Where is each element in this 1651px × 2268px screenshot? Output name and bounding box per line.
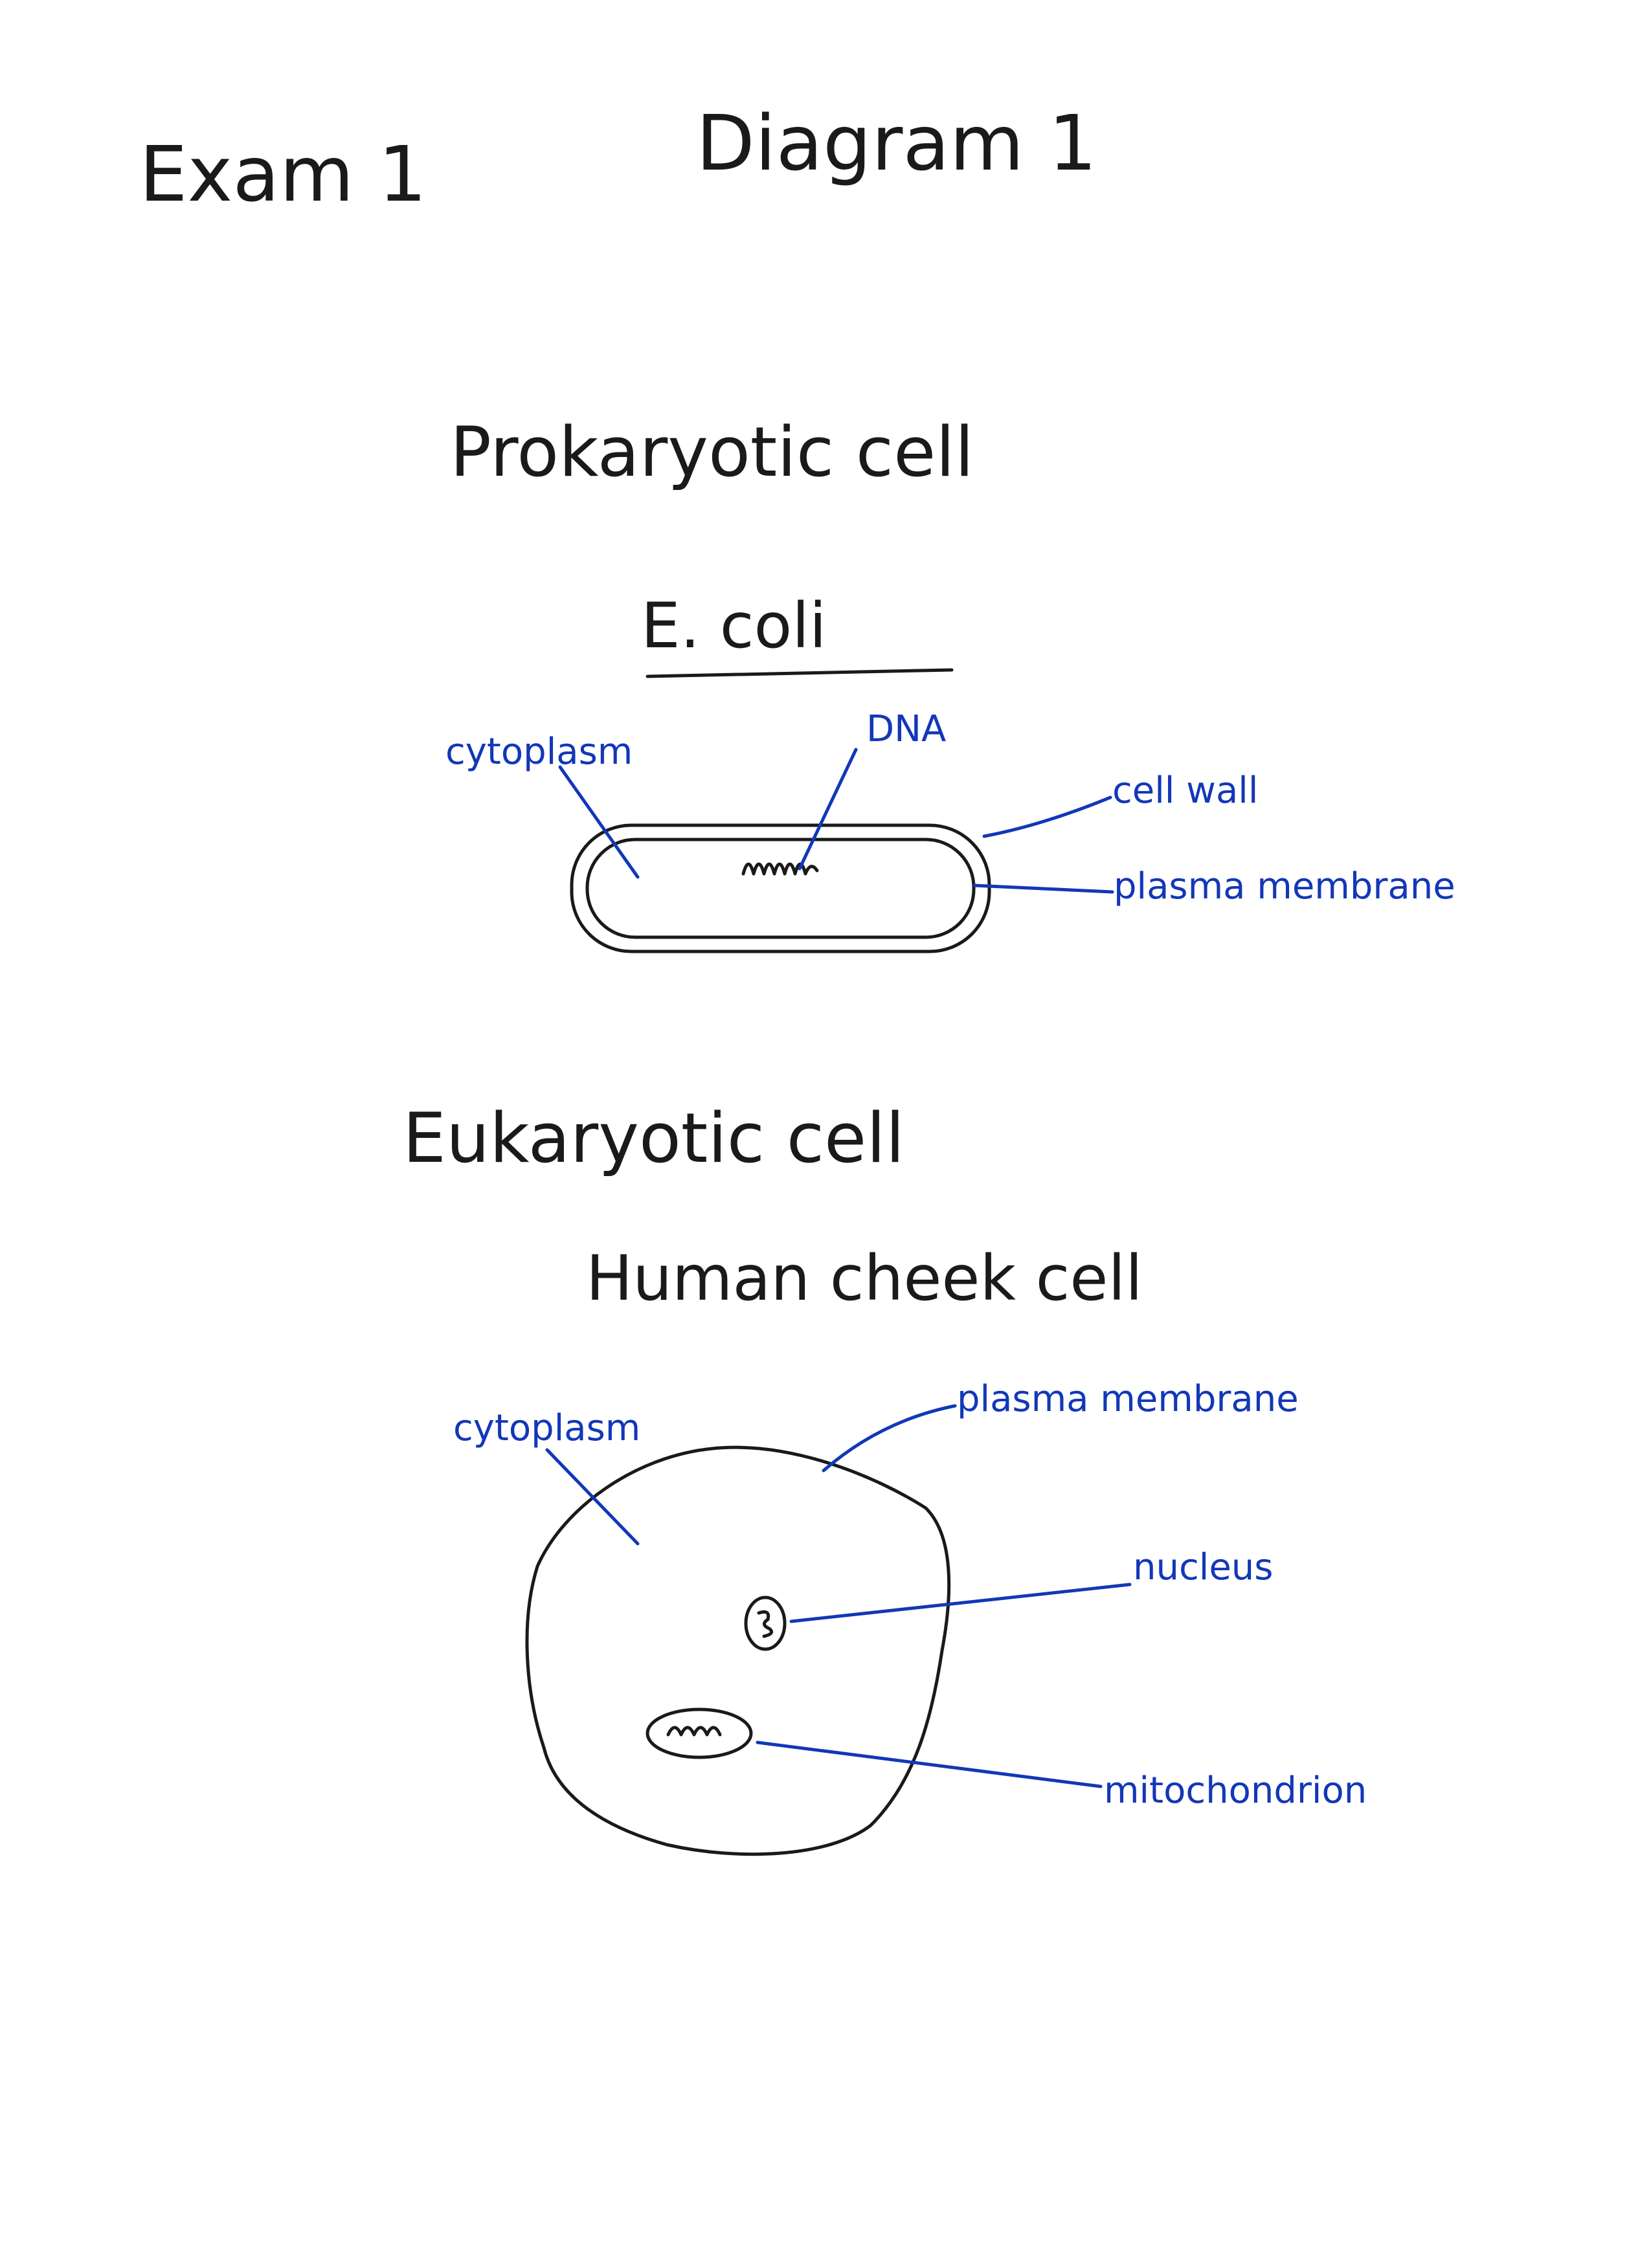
nucleolus-squiggle (757, 1610, 774, 1638)
prokaryote-labels: cytoplasm DNA cell wall plasma membrane (445, 708, 1455, 907)
eukaryote-nucleus-label: nucleus (1133, 1546, 1273, 1588)
dna-leader (798, 748, 858, 871)
dna-squiggle (741, 862, 819, 876)
plasma-membrane-outline (585, 838, 976, 939)
eukaryote-cytoplasm-leader (545, 1448, 640, 1546)
mitochondrion-outline (646, 1707, 753, 1759)
cell-wall-outline (570, 823, 991, 953)
eukaryotic-heading: Eukaryotic cell (403, 1098, 904, 1178)
eukaryote-labels: cytoplasm plasma membrane nucleus mitoch… (453, 1378, 1367, 1812)
prokaryote-cell-wall-label: cell wall (1112, 770, 1258, 812)
prokaryote-plasma-membrane-label: plasma membrane (1114, 865, 1455, 907)
diagram-title: Diagram 1 (696, 98, 1097, 188)
prokaryote-cytoplasm-label: cytoplasm (445, 731, 633, 773)
cytoplasm-leader (558, 765, 640, 879)
cheek-cell-outline (525, 1445, 951, 1856)
prokaryote-example: E. coli (641, 590, 827, 662)
mitochondrion-leader (756, 1740, 1103, 1788)
cell-wall-leader (982, 795, 1112, 838)
plasma-membrane-leader (972, 884, 1114, 894)
prokaryotic-cell (570, 823, 991, 953)
prokaryote-dna-label: DNA (866, 708, 946, 750)
prokaryotic-heading: Prokaryotic cell (450, 412, 974, 492)
example-underline (646, 668, 954, 678)
mitochondrion-cristae (666, 1726, 722, 1737)
eukaryote-cytoplasm-label: cytoplasm (453, 1407, 640, 1449)
eukaryote-example: Human cheek cell (586, 1242, 1143, 1315)
eukaryotic-cell (525, 1445, 951, 1856)
nucleus-outline (744, 1595, 787, 1651)
eukaryote-mitochondrion-label: mitochondrion (1104, 1770, 1367, 1812)
eukaryote-plasma-membrane-leader (822, 1404, 957, 1473)
eukaryote-plasma-membrane-label: plasma membrane (957, 1378, 1299, 1420)
exam-title: Exam 1 (139, 129, 427, 219)
nucleus-leader (789, 1583, 1132, 1623)
